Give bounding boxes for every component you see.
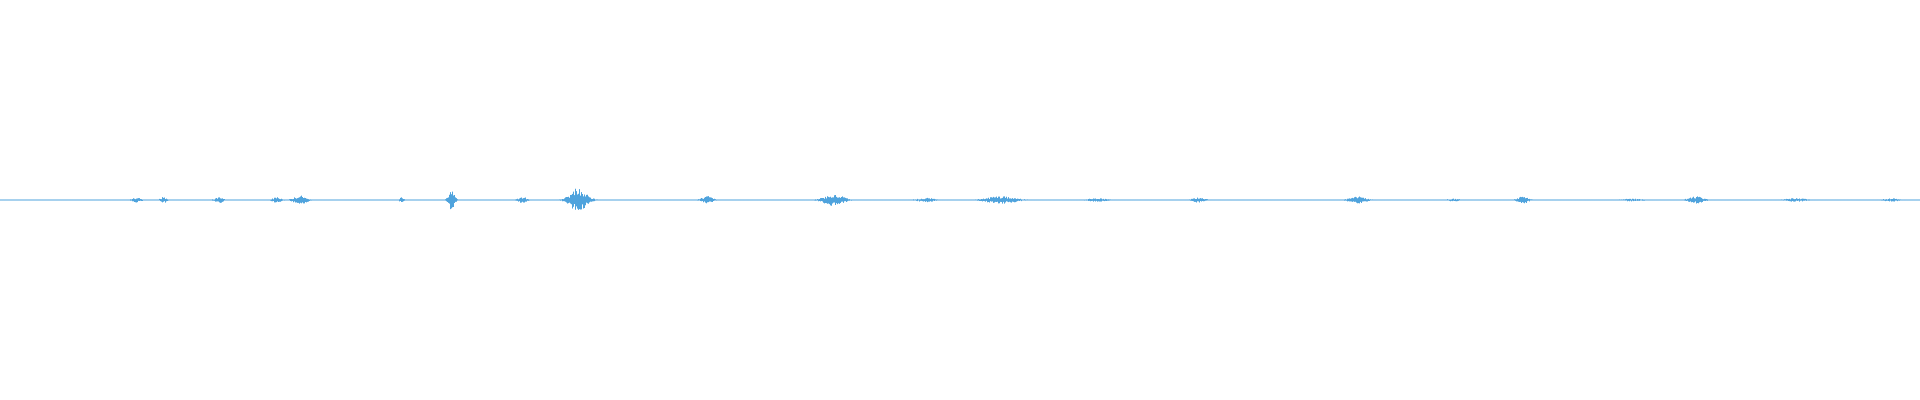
waveform-trace (0, 188, 1920, 210)
